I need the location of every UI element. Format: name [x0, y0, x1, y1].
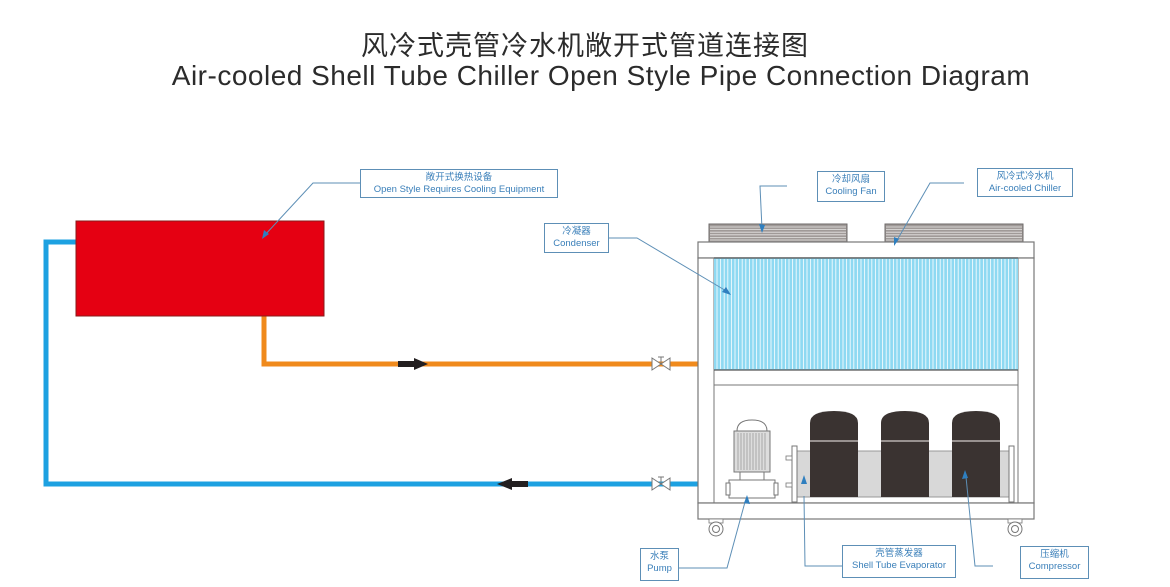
callout-en: Open Style Requires Cooling Equipment — [373, 184, 545, 195]
compressor — [952, 411, 1000, 497]
title-english: Air-cooled Shell Tube Chiller Open Style… — [171, 60, 1031, 91]
caster-wheel-icon — [708, 518, 724, 537]
callout-compressor: 压缩机 Compressor — [1020, 546, 1089, 579]
compressor — [810, 411, 858, 497]
callout-arrowheads — [262, 224, 968, 504]
caster-wheel-icon — [1007, 518, 1023, 537]
callout-cn: 冷却风扇 — [831, 174, 870, 185]
title-chinese: 风冷式壳管冷水机敞开式管道连接图 — [361, 31, 809, 62]
arrow-right-icon — [398, 358, 428, 370]
hot-outlet-pipe — [261, 316, 700, 367]
gate-valve-icon[interactable] — [651, 476, 671, 491]
callout-air-cooled-chiller: 风冷式冷水机 Air-cooled Chiller — [977, 168, 1073, 197]
callout-en: Air-cooled Chiller — [988, 183, 1062, 194]
callout-en: Compressor — [1028, 561, 1081, 572]
callout-cooling-fan: 冷却风扇 Cooling Fan — [817, 171, 885, 202]
callout-open-style-equipment: 敞开式换热设备 Open Style Requires Cooling Equi… — [360, 169, 558, 198]
callout-shell-tube-evaporator: 壳管蒸发器 Shell Tube Evaporator — [842, 545, 956, 578]
callout-cn: 风冷式冷水机 — [996, 171, 1054, 182]
callout-cn: 水泵 — [649, 551, 669, 562]
callout-cn: 壳管蒸发器 — [875, 548, 923, 559]
callout-en: Shell Tube Evaporator — [851, 560, 946, 571]
callout-condenser: 冷凝器 Condenser — [544, 223, 609, 253]
callout-en: Condenser — [553, 238, 600, 249]
condenser-coil — [714, 257, 1018, 371]
cold-return-pipe — [43, 239, 700, 487]
callout-cn: 敞开式换热设备 — [425, 172, 493, 183]
callout-en: Cooling Fan — [825, 186, 877, 197]
callout-cn: 压缩机 — [1040, 549, 1069, 560]
callout-en: Pump — [647, 563, 672, 574]
air-cooled-chiller-unit — [697, 223, 1035, 537]
callout-cn: 冷凝器 — [562, 226, 591, 237]
callout-pump: 水泵 Pump — [640, 548, 679, 581]
cooling-fan-left — [708, 223, 848, 243]
cooling-fan-right — [884, 223, 1024, 243]
arrow-left-icon — [497, 478, 528, 490]
open-style-equipment-tank — [75, 220, 325, 317]
gate-valve-icon[interactable] — [651, 356, 671, 371]
compressor — [881, 411, 929, 497]
water-pump — [725, 419, 779, 499]
callout-leader-lines — [263, 182, 993, 569]
